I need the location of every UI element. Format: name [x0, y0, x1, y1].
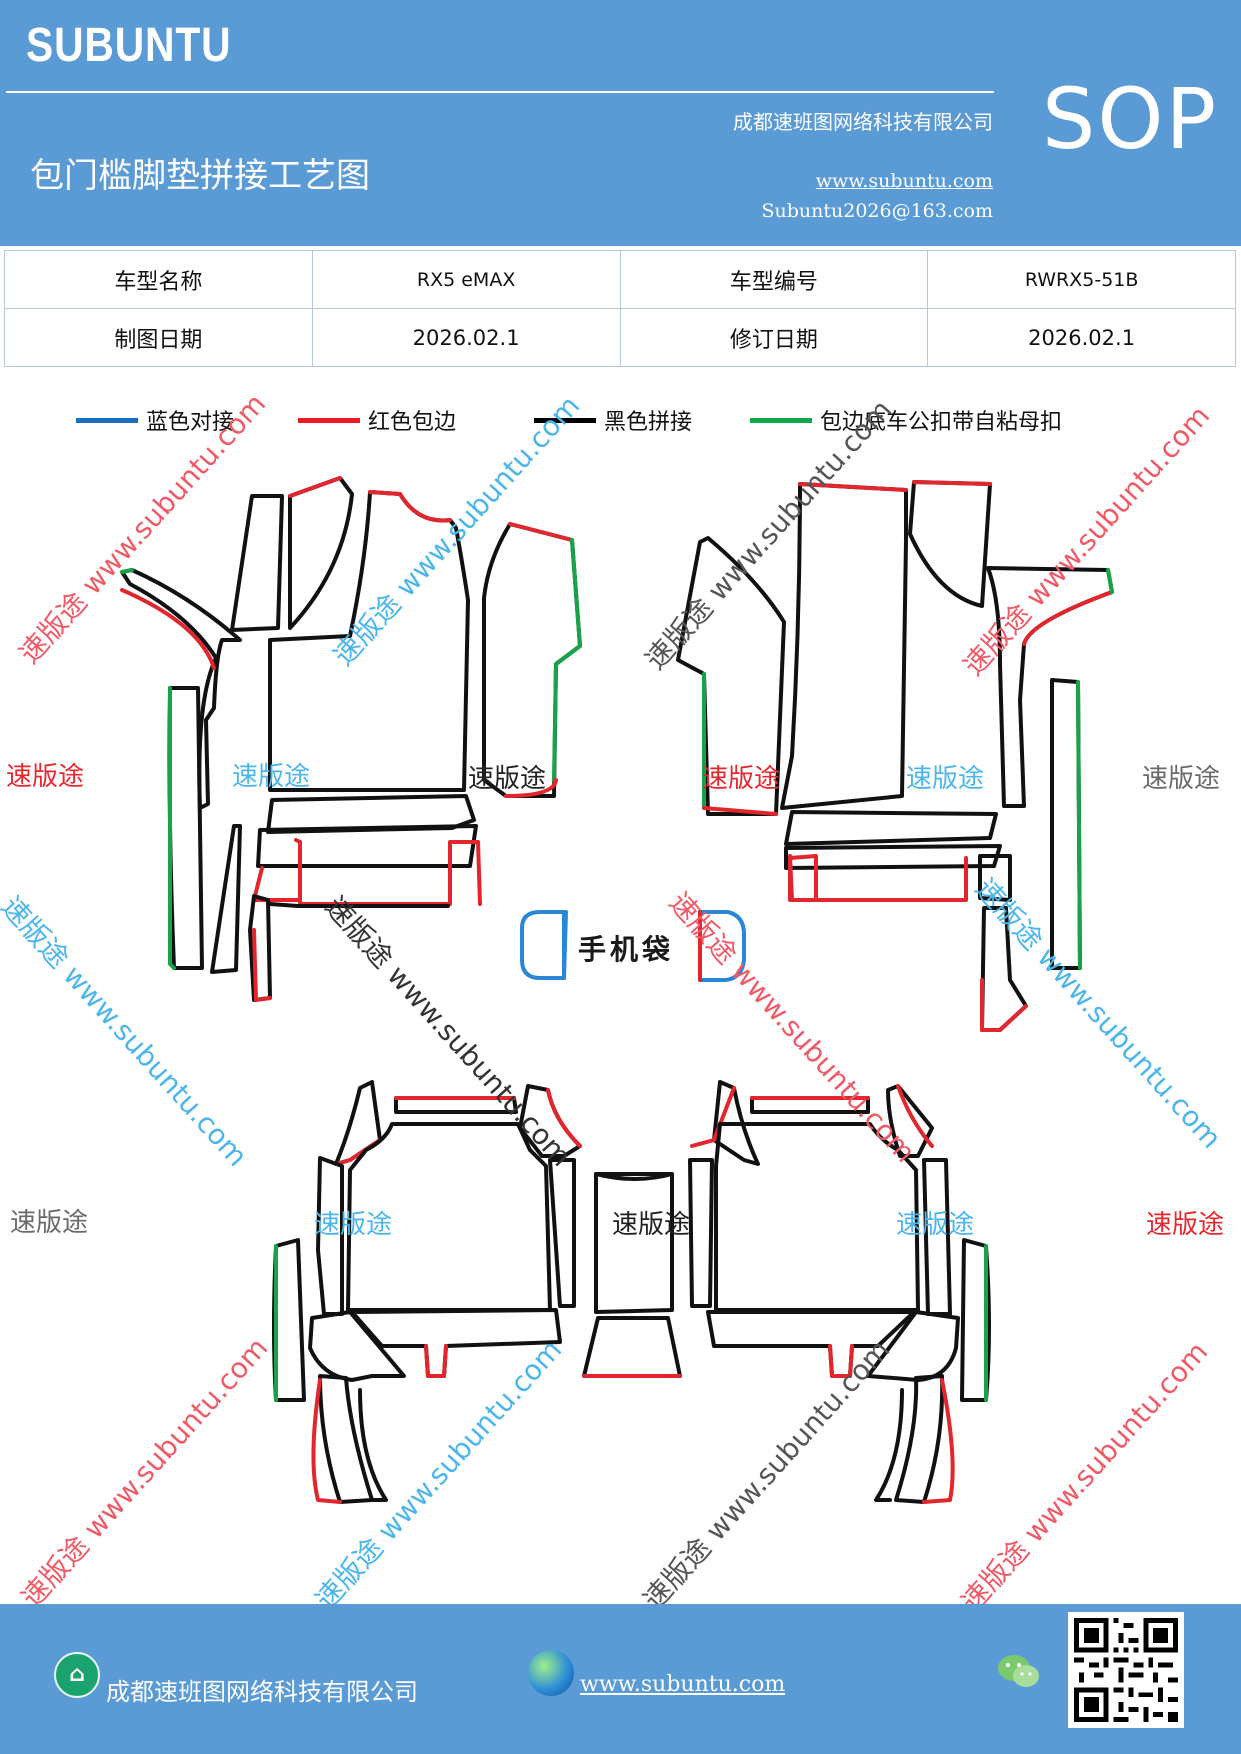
legend-item-red: 红色包边: [298, 400, 456, 440]
header-banner: [0, 0, 1241, 246]
table-row: 制图日期 2026.02.1 修订日期 2026.02.1: [4, 308, 1236, 367]
watermark-label: 速版途: [468, 764, 547, 794]
legend-label: 蓝色对接: [146, 410, 235, 435]
legend-swatch-blue: [76, 417, 138, 423]
floor-mat-diagram: [120, 476, 1114, 1504]
watermark-label: 速版途: [1142, 764, 1221, 794]
legend-label: 红色包边: [368, 410, 457, 435]
model-code-label: 车型编号: [619, 250, 929, 309]
legend-label: 包边底车公扣带自粘母扣: [820, 410, 1063, 435]
phone-pocket-left: [520, 910, 568, 980]
legend-label: 黑色拼接: [604, 410, 693, 435]
phone-pocket-right: [698, 910, 746, 982]
rear-center-mat-group: [582, 1172, 682, 1378]
model-name-label: 车型名称: [4, 250, 313, 309]
legend-swatch-red: [298, 417, 360, 423]
legend-item-green: 包边底车公扣带自粘母扣: [750, 400, 1062, 440]
revise-date-label: 修订日期: [619, 308, 929, 367]
footer-website-link[interactable]: www.subuntu.com: [580, 1672, 786, 1697]
header-divider: [6, 91, 994, 93]
front-left-mat-group: [120, 476, 582, 1002]
legend-item-blue: 蓝色对接: [76, 400, 234, 440]
page-title: 包门槛脚垫拼接工艺图: [30, 156, 370, 196]
legend-item-black: 黑色拼接: [534, 400, 692, 440]
sop-badge: SOP: [1042, 70, 1219, 168]
home-icon: ⌂: [54, 1652, 100, 1698]
legend-swatch-black: [534, 417, 596, 423]
revise-date-value: 2026.02.1: [927, 308, 1236, 367]
model-code-value: RWRX5-51B: [927, 250, 1236, 309]
draw-date-label: 制图日期: [4, 308, 313, 367]
watermark-label: 速版途: [896, 1210, 975, 1240]
watermark-label: 速版途: [612, 1210, 691, 1240]
front-right-mat-group: [676, 480, 1114, 1032]
globe-icon: [528, 1650, 574, 1696]
watermark-label: 速版途: [1146, 1210, 1225, 1240]
header-company: 成都速班图网络科技有限公司: [733, 110, 993, 134]
vehicle-info-table: 车型名称 RX5 eMAX 车型编号 RWRX5-51B 制图日期 2026.0…: [4, 250, 1236, 367]
rear-left-mat-group: [272, 1080, 582, 1504]
header-website-link[interactable]: www.subuntu.com: [815, 170, 993, 192]
watermark-label: 速版途: [6, 762, 85, 792]
table-row: 车型名称 RX5 eMAX 车型编号 RWRX5-51B: [4, 250, 1236, 309]
watermark-label: 速版途: [10, 1208, 89, 1238]
watermark-label: 速版途: [314, 1210, 393, 1240]
watermark-label: 速版途: [702, 764, 781, 794]
model-name-value: RX5 eMAX: [311, 250, 621, 309]
draw-date-value: 2026.02.1: [311, 308, 621, 367]
phone-pocket-label: 手机袋: [578, 933, 675, 966]
watermark-label: 速版途: [906, 764, 985, 794]
watermark-label: 速版途: [232, 762, 311, 792]
rear-right-mat-group: [688, 1080, 991, 1504]
wechat-icon: [998, 1655, 1039, 1687]
qr-code: [1068, 1612, 1184, 1728]
header-email[interactable]: Subuntu2026@163.com: [761, 200, 993, 222]
brand-logo: SUBUNTU: [26, 19, 232, 72]
footer-company: 成都速班图网络科技有限公司: [106, 1678, 418, 1706]
legend-swatch-green: [750, 417, 812, 423]
